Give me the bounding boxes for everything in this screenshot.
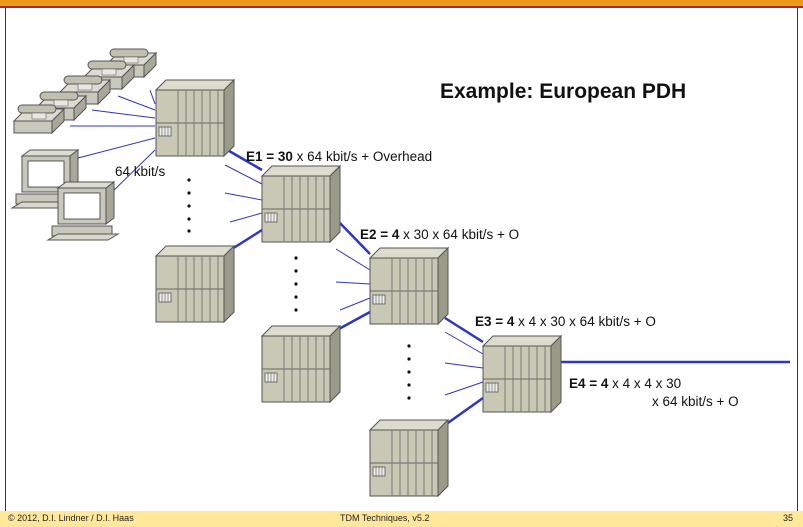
header-bar	[0, 0, 803, 6]
access-links	[70, 89, 484, 396]
page-number: 35	[783, 513, 794, 523]
e1-label: E1 = 30 x 64 kbit/s + Overhead	[246, 149, 433, 164]
ellipsis-dots	[187, 178, 411, 400]
footer: © 2012, D.I. Lindner / D.I. Haas TDM Tec…	[0, 511, 803, 527]
slide-title: Example: European PDH	[440, 80, 687, 103]
mux-e1-access	[155, 79, 235, 157]
e4-label-line2: x 64 kbit/s + O	[652, 394, 739, 409]
mux-e2-lower	[261, 325, 341, 403]
frame-right	[797, 8, 798, 511]
access-rate-label: 64 kbit/s	[115, 164, 166, 179]
mux-e3	[369, 247, 449, 325]
trunk-links	[223, 146, 790, 427]
mux-e1-lower	[155, 245, 235, 323]
header-rule	[0, 6, 803, 8]
mux-e2	[261, 165, 341, 243]
mux-e4	[482, 335, 562, 413]
mux-e3-lower	[369, 419, 449, 497]
e2-label: E2 = 4 x 30 x 64 kbit/s + O	[360, 227, 520, 242]
footer-copyright: © 2012, D.I. Lindner / D.I. Haas	[8, 513, 134, 523]
pc-icon	[47, 181, 119, 241]
footer-course: TDM Techniques, v5.2	[340, 513, 430, 523]
e3-label: E3 = 4 x 4 x 30 x 64 kbit/s + O	[475, 314, 656, 329]
e4-label: E4 = 4 x 4 x 4 x 30	[569, 376, 682, 391]
phone-icon	[13, 104, 65, 134]
frame-left	[5, 8, 6, 511]
